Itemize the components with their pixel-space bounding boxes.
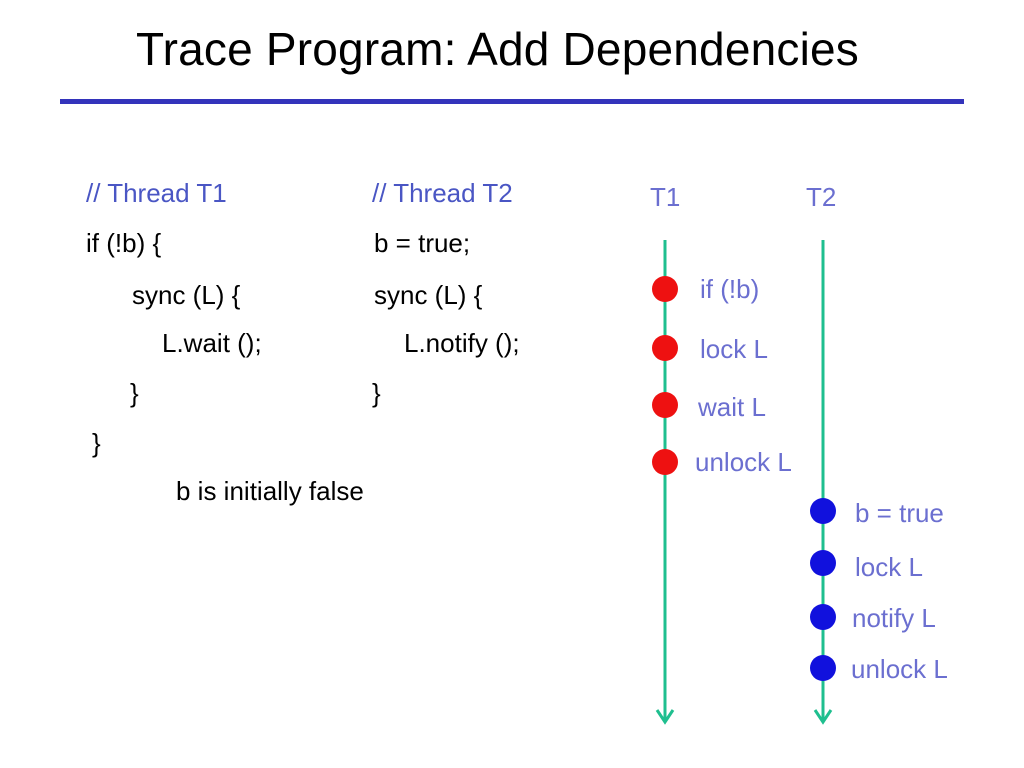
t1-code-line: if (!b) { xyxy=(86,228,162,258)
t1-event-label: wait L xyxy=(698,392,766,422)
t1-event-dot xyxy=(652,335,678,361)
t1-code-line: } xyxy=(130,378,139,408)
slide-title: Trace Program: Add Dependencies xyxy=(136,23,859,75)
t1-event-dot xyxy=(652,392,678,418)
t2-code-line: b = true; xyxy=(374,228,471,258)
title-divider xyxy=(60,99,964,104)
t2-event-label: lock L xyxy=(855,552,923,582)
t1-code-line: L.wait (); xyxy=(162,328,262,358)
t2-comment: // Thread T2 xyxy=(372,178,513,208)
initial-condition-note: b is initially false xyxy=(176,476,364,506)
t2-event-dot xyxy=(810,550,836,576)
t1-event-dot xyxy=(652,449,678,475)
t2-event-label: b = true xyxy=(855,498,944,528)
t1-code-line: sync (L) { xyxy=(132,280,241,310)
t1-event-label: lock L xyxy=(700,334,768,364)
t2-event-dot xyxy=(810,604,836,630)
timeline-label-t2: T2 xyxy=(806,182,837,212)
t2-code-line: } xyxy=(372,378,381,408)
t2-event-label: unlock L xyxy=(851,654,948,684)
t1-event-label: if (!b) xyxy=(700,274,760,304)
t2-arrowhead xyxy=(813,709,833,725)
t2-code-line: sync (L) { xyxy=(374,280,483,310)
timeline-label-t1: T1 xyxy=(650,182,681,212)
t1-code-line: } xyxy=(92,428,101,458)
t1-event-dot xyxy=(652,276,678,302)
t1-comment: // Thread T1 xyxy=(86,178,227,208)
t2-event-dot xyxy=(810,498,836,524)
t2-code-line: L.notify (); xyxy=(404,328,520,358)
t2-event-dot xyxy=(810,655,836,681)
t1-event-label: unlock L xyxy=(695,447,792,477)
t2-event-label: notify L xyxy=(852,603,936,633)
t1-arrowhead xyxy=(655,709,675,725)
